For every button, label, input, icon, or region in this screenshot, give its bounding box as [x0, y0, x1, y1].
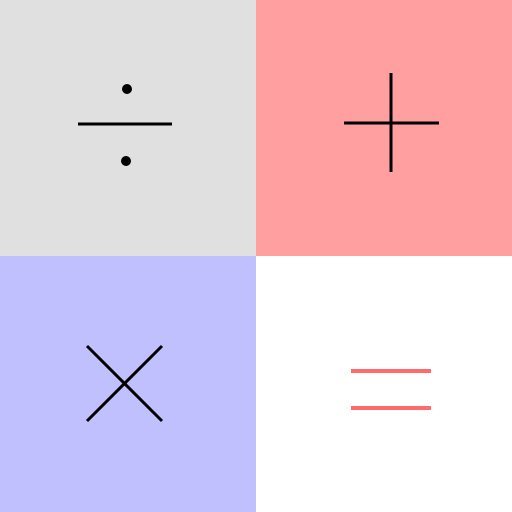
plus-button[interactable]: [256, 0, 512, 256]
divide-icon: [78, 84, 172, 166]
multiply-icon: [85, 344, 164, 423]
equals-button[interactable]: [256, 256, 512, 512]
plus-icon: [344, 73, 439, 172]
divide-button[interactable]: [0, 0, 256, 256]
multiply-button[interactable]: [0, 256, 256, 512]
equals-icon: [351, 369, 431, 410]
